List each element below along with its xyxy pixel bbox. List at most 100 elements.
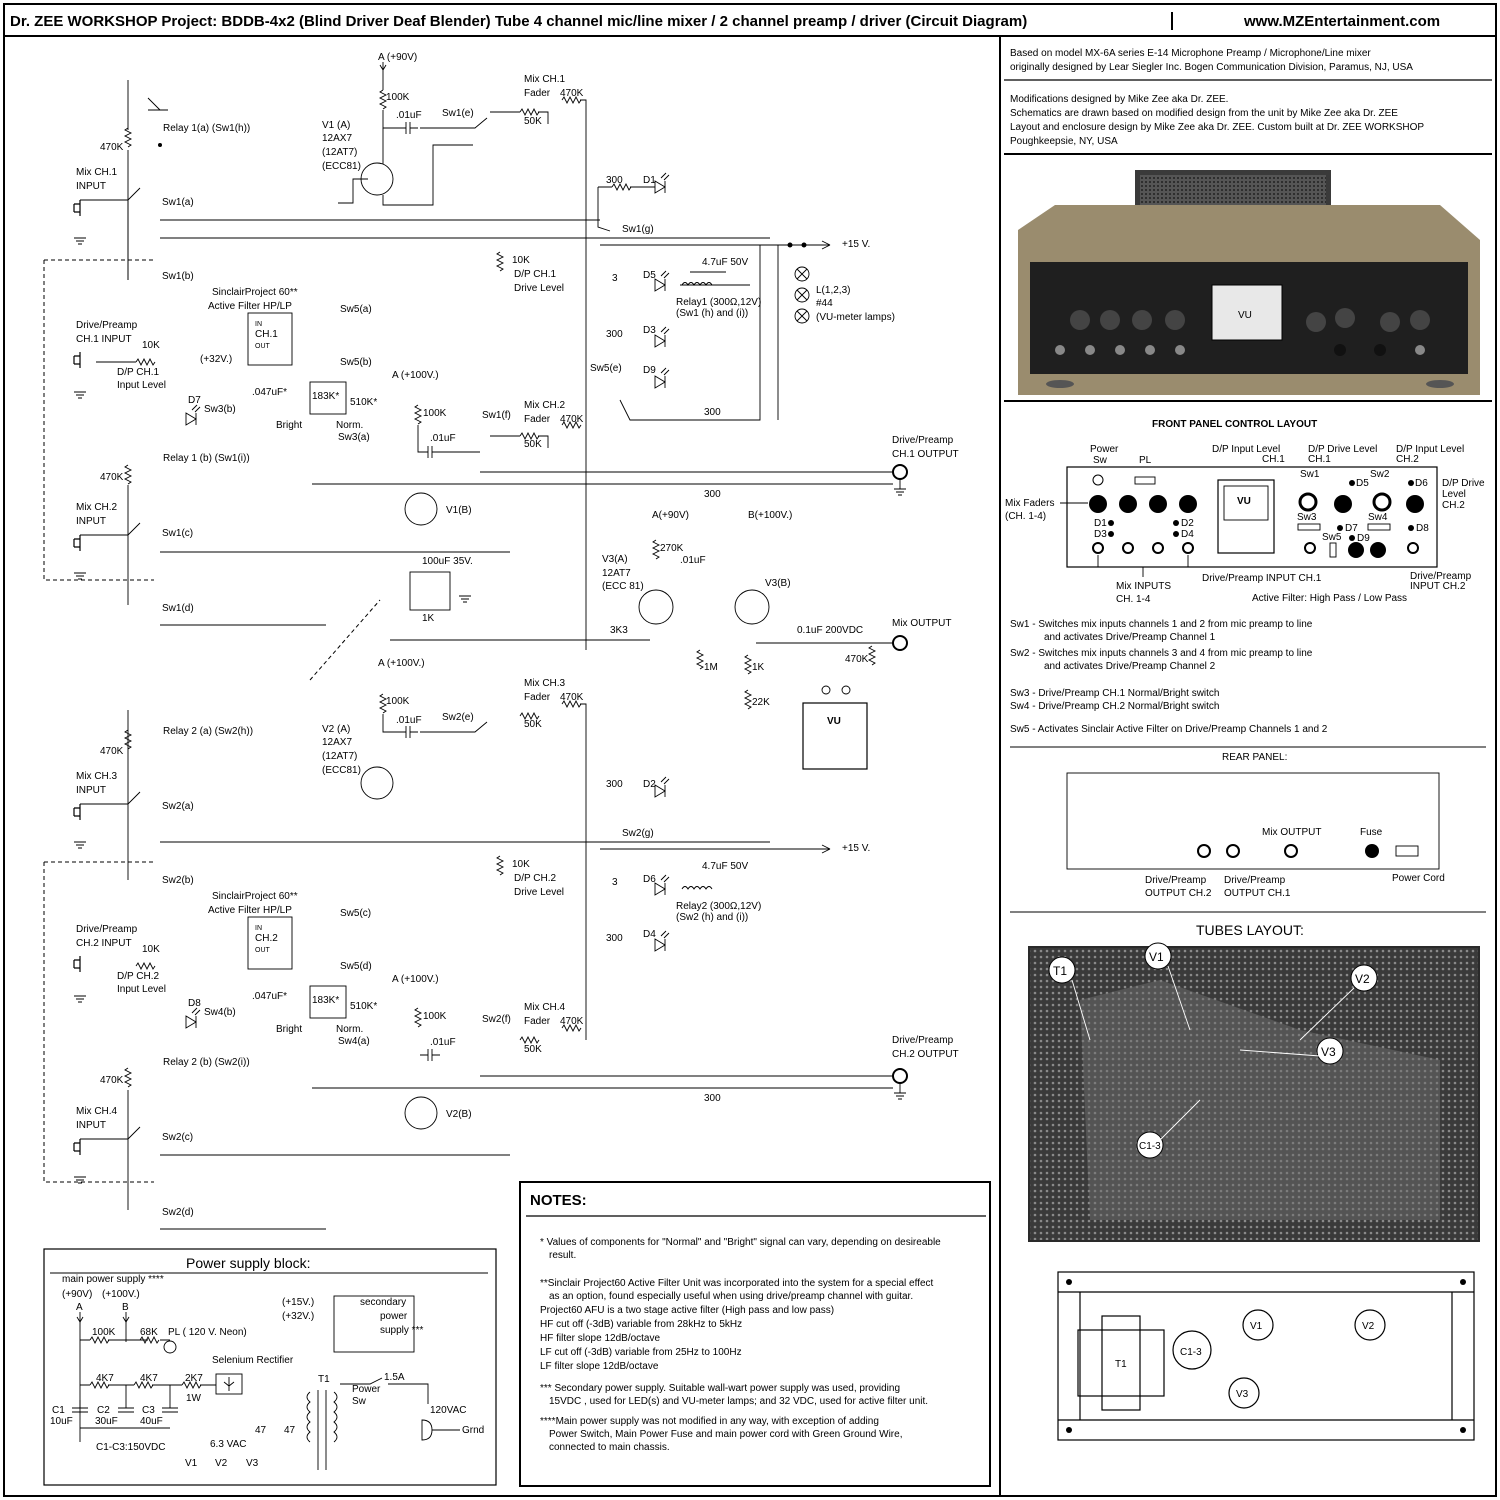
vu-meter-icon — [1217, 479, 1275, 554]
tube-v3a-type2: (ECC 81) — [602, 581, 644, 592]
c13-callout: C1-3 — [1139, 1141, 1161, 1152]
fader-label: Fader — [524, 414, 551, 425]
secondary-supply-box — [333, 1295, 415, 1353]
c47: 4.7uF 50V — [702, 257, 748, 268]
switch-note: Sw3 - Drive/Preamp CH.1 Normal/Bright sw… — [1010, 688, 1220, 699]
ps-v3: V3 — [246, 1458, 259, 1469]
dp-ch1-drive: D/P CH.1 — [514, 269, 556, 280]
lamp-icon — [794, 308, 810, 324]
af-out: OUT — [255, 947, 271, 954]
d7-label: D7 — [1345, 523, 1358, 534]
mix-inputs-ch: CH. 1-4 — [1116, 594, 1151, 605]
relay1b: Relay 1 (b) (Sw1(i)) — [163, 453, 250, 464]
tube-v3a-label: V3(A) — [602, 554, 628, 565]
lamps3: (VU-meter lamps) — [816, 312, 895, 323]
d4-label: D4 — [1181, 529, 1194, 540]
rear-panel: REAR PANEL: Mix OUTPUT Fuse Drive/Preamp… — [1066, 752, 1445, 899]
tube-v3a-type: 12AT7 — [602, 568, 631, 579]
ps-c2: C2 — [97, 1405, 110, 1416]
r300: 300 — [606, 933, 623, 944]
r510k: 510K* — [350, 1001, 377, 1012]
fader-label: Fader — [524, 692, 551, 703]
mixch4-label: Mix CH.4 — [76, 1106, 118, 1117]
supply-a90: A (+90V) — [378, 52, 417, 63]
notes-title: NOTES: — [530, 1192, 587, 1209]
norm-label: Norm. — [336, 1024, 363, 1035]
input-level-label: Input Level — [117, 380, 166, 391]
r3: 3 — [612, 273, 618, 284]
bright-label: Bright — [276, 1024, 302, 1035]
fader-knobs — [1089, 495, 1197, 513]
ps-c3: C3 — [142, 1405, 155, 1416]
dp-drive2-label: D/P Drive — [1442, 478, 1485, 489]
af-ch1: CH.1 — [255, 329, 278, 340]
r100k: 100K — [386, 92, 410, 103]
v15: +15 V. — [842, 843, 870, 854]
r10k-drive: 10K — [512, 859, 530, 870]
v2-callout-icon — [1350, 964, 1378, 992]
output-jack-icon — [1197, 844, 1211, 858]
ps-32v: (+32V.) — [282, 1311, 314, 1322]
ps-90v-label: (+90V) — [62, 1289, 92, 1300]
lamps: L(1,2,3) — [816, 285, 850, 296]
mixch3-input: INPUT — [76, 785, 106, 796]
r300: 300 — [704, 489, 721, 500]
sw1c: Sw1(c) — [162, 528, 193, 539]
note-line: **Sinclair Project60 Active Filter Unit … — [540, 1278, 934, 1289]
v32: (+32V.) — [200, 354, 232, 365]
note-line: 15VDC , used for LED(s) and VU-meter lam… — [549, 1396, 928, 1407]
r3k3: 3K3 — [610, 625, 628, 636]
v1-socket-icon — [1242, 1309, 1274, 1341]
sw1g: Sw1(g) — [622, 224, 654, 235]
ps-v1: V1 — [185, 1458, 198, 1469]
ps-c2v: 30uF — [95, 1416, 118, 1427]
filter-knob-icon — [1348, 542, 1364, 558]
note-line: LF filter slope 12dB/octave — [540, 1361, 659, 1372]
t1-callout-icon — [1048, 956, 1076, 984]
sw5c: Sw5(c) — [340, 908, 371, 919]
ps-sw: Sw — [352, 1396, 367, 1407]
fader-label: Fader — [524, 88, 551, 99]
fp-vu-label: VU — [1237, 496, 1251, 507]
switch-note: Sw4 - Drive/Preamp CH.2 Normal/Bright sw… — [1010, 701, 1220, 712]
tube-v3b-icon — [734, 589, 770, 625]
sw1e: Sw1(e) — [442, 108, 474, 119]
r50k: 50K — [524, 719, 542, 730]
relay1: Relay1 (300Ω,12V) — [676, 297, 761, 308]
sw5d: Sw5(d) — [340, 961, 372, 972]
sw2-label: Sw2 — [1370, 469, 1390, 480]
relay1a: Relay 1(a) (Sw1(h)) — [163, 123, 250, 134]
site-url[interactable]: www.MZEntertainment.com — [1243, 13, 1440, 30]
mixch1-input: INPUT — [76, 181, 106, 192]
ps-selenium-label: Selenium Rectifier — [212, 1355, 294, 1366]
sw1a: Sw1(a) — [162, 197, 194, 208]
dpch1-input-label2: CH.1 INPUT — [76, 334, 132, 345]
ps-sec2: power — [380, 1311, 408, 1322]
supply-a100: A (+100V.) — [392, 370, 439, 381]
afhplp-label: Active Filter HP/LP — [208, 905, 292, 916]
c01: .01uF — [396, 110, 422, 121]
ps-1w: 1W — [186, 1393, 202, 1404]
mixch3-label: Mix CH.3 — [76, 771, 118, 782]
note-line: as an option, found especially useful wh… — [549, 1291, 913, 1302]
r300: 300 — [606, 779, 623, 790]
r470k: 470K — [100, 1075, 124, 1086]
sw1b: Sw1(b) — [162, 271, 194, 282]
front-panel-layout: FRONT PANEL CONTROL LAYOUT Power Sw PL D… — [1005, 419, 1485, 605]
c47: 4.7uF 50V — [702, 861, 748, 872]
r270k: 270K — [660, 543, 684, 554]
tube-v2a-type3: (ECC81) — [322, 765, 361, 776]
note-line: HF filter slope 12dB/octave — [540, 1333, 660, 1344]
norm-label: Norm. — [336, 420, 363, 431]
dp-in1-label: D/P Input Level — [1212, 444, 1280, 455]
v2-callout: V2 — [1355, 972, 1370, 986]
vu-label: VU — [827, 716, 841, 727]
ps-pl-label: PL ( 120 V. Neon) — [168, 1327, 247, 1338]
credit-line: Poughkeepsie, NY, USA — [1010, 136, 1118, 147]
switch-note: and activates Drive/Preamp Channel 1 — [1044, 632, 1216, 643]
sw4b: Sw4(b) — [204, 1007, 236, 1018]
dp-drive2-knob-icon — [1406, 495, 1424, 513]
credit-line: originally designed by Lear Siegler Inc.… — [1010, 62, 1413, 73]
r10k: 10K — [142, 340, 160, 351]
